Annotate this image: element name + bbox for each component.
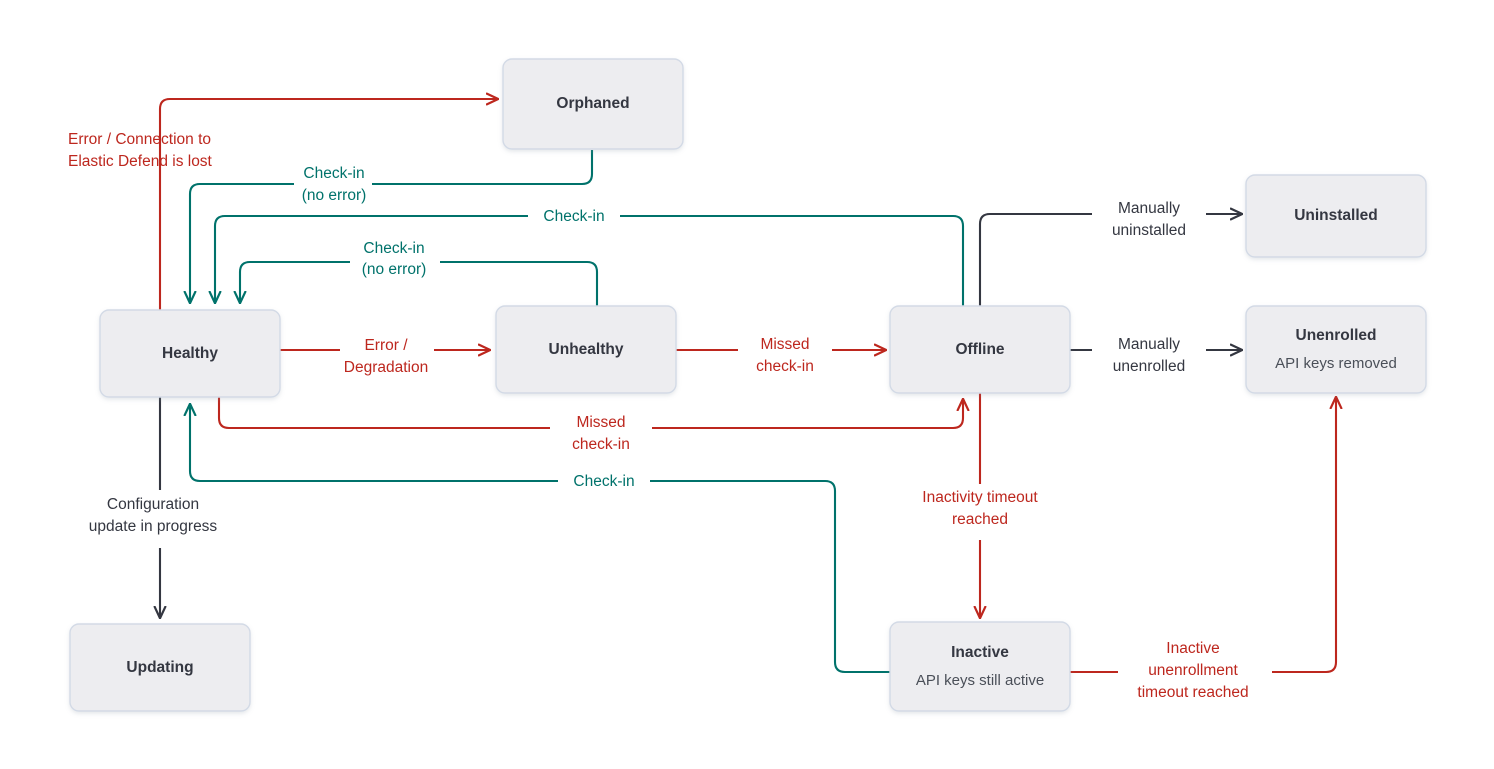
svg-text:Degradation: Degradation — [344, 359, 428, 376]
svg-text:reached: reached — [952, 511, 1008, 528]
label-offline-to-inactive: Inactivity timeout reached — [922, 489, 1038, 528]
label-unhealthy-to-healthy: Check-in (no error) — [362, 240, 427, 278]
svg-text:(no error): (no error) — [302, 187, 367, 204]
edge-inactive-to-healthy-seg2 — [190, 404, 558, 483]
edge-layer — [158, 99, 1336, 674]
edge-inactive-to-unenrolled-seg2 — [1272, 397, 1336, 674]
edge-offline-to-uninstalled-seg1 — [978, 212, 1092, 306]
node-unhealthy-title: Unhealthy — [549, 341, 624, 358]
node-healthy[interactable]: Healthy — [99, 309, 281, 398]
node-updating-title: Updating — [126, 659, 193, 676]
label-offline-to-healthy: Check-in — [543, 208, 604, 225]
label-healthy-to-offline: Missed check-in — [572, 414, 630, 453]
node-offline[interactable]: Offline — [889, 305, 1071, 394]
svg-text:Check-in: Check-in — [543, 208, 604, 225]
node-inactive[interactable]: Inactive API keys still active — [889, 621, 1071, 712]
node-uninstalled-title: Uninstalled — [1294, 207, 1378, 224]
svg-text:Inactivity timeout: Inactivity timeout — [922, 489, 1038, 506]
svg-text:Missed: Missed — [760, 336, 809, 353]
label-inactive-to-healthy: Check-in — [573, 473, 634, 490]
label-healthy-to-updating: Configuration update in progress — [89, 496, 218, 535]
node-updating[interactable]: Updating — [69, 623, 251, 712]
edge-label-layer: Error / Connection to Elastic Defend is … — [68, 131, 1249, 701]
svg-text:check-in: check-in — [756, 358, 814, 375]
node-inactive-subtitle: API keys still active — [916, 672, 1044, 689]
edge-offline-to-healthy-seg2 — [215, 214, 528, 303]
svg-text:Error /: Error / — [364, 337, 408, 354]
node-inactive-title: Inactive — [951, 644, 1009, 661]
svg-text:Inactive: Inactive — [1166, 640, 1219, 657]
node-orphaned-title: Orphaned — [556, 95, 629, 112]
svg-text:Manually: Manually — [1118, 200, 1180, 217]
svg-text:Check-in: Check-in — [363, 240, 424, 257]
svg-text:Check-in: Check-in — [303, 165, 364, 182]
svg-text:Manually: Manually — [1118, 336, 1180, 353]
node-unenrolled-title: Unenrolled — [1296, 327, 1377, 344]
edge-healthy-to-offline-seg1 — [217, 397, 550, 430]
svg-text:Error / Connection to: Error / Connection to — [68, 131, 211, 148]
edge-unhealthy-to-healthy-seg2 — [240, 260, 350, 303]
svg-text:unenrolled: unenrolled — [1113, 358, 1185, 375]
label-orphaned-to-healthy: Check-in (no error) — [302, 165, 367, 204]
edge-offline-to-healthy-seg1 — [620, 214, 965, 306]
edge-orphaned-to-healthy-seg1 — [372, 150, 594, 186]
svg-text:Elastic Defend is lost: Elastic Defend is lost — [68, 153, 213, 170]
svg-text:Configuration: Configuration — [107, 496, 199, 513]
edge-healthy-to-orphaned — [158, 99, 498, 310]
label-unhealthy-to-offline: Missed check-in — [756, 336, 814, 375]
svg-text:check-in: check-in — [572, 436, 630, 453]
svg-text:Missed: Missed — [576, 414, 625, 431]
edge-unhealthy-to-healthy-seg1 — [440, 260, 599, 306]
label-offline-to-unenrolled: Manually unenrolled — [1113, 336, 1185, 375]
label-healthy-to-orphaned: Error / Connection to Elastic Defend is … — [68, 131, 213, 170]
svg-text:uninstalled: uninstalled — [1112, 222, 1186, 239]
edge-inactive-to-healthy-seg1 — [650, 479, 890, 674]
node-offline-title: Offline — [955, 341, 1004, 358]
label-inactive-to-unenrolled: Inactive unenrollment timeout reached — [1137, 640, 1248, 701]
label-healthy-to-unhealthy: Error / Degradation — [344, 337, 428, 376]
svg-text:unenrollment: unenrollment — [1148, 662, 1238, 679]
node-healthy-title: Healthy — [162, 345, 218, 362]
label-offline-to-uninstalled: Manually uninstalled — [1112, 200, 1186, 239]
svg-text:timeout reached: timeout reached — [1137, 684, 1248, 701]
node-unenrolled-subtitle: API keys removed — [1275, 355, 1397, 372]
node-layer: Orphaned Healthy Unhealthy Offline Unins… — [69, 58, 1427, 712]
node-uninstalled[interactable]: Uninstalled — [1245, 174, 1427, 258]
svg-text:(no error): (no error) — [362, 261, 427, 278]
svg-text:Check-in: Check-in — [573, 473, 634, 490]
edge-orphaned-to-healthy-seg2 — [190, 182, 294, 303]
node-unenrolled[interactable]: Unenrolled API keys removed — [1245, 305, 1427, 394]
node-unhealthy[interactable]: Unhealthy — [495, 305, 677, 394]
edge-healthy-to-offline-seg2 — [652, 399, 963, 430]
svg-text:update in progress: update in progress — [89, 518, 218, 535]
node-orphaned[interactable]: Orphaned — [502, 58, 684, 150]
